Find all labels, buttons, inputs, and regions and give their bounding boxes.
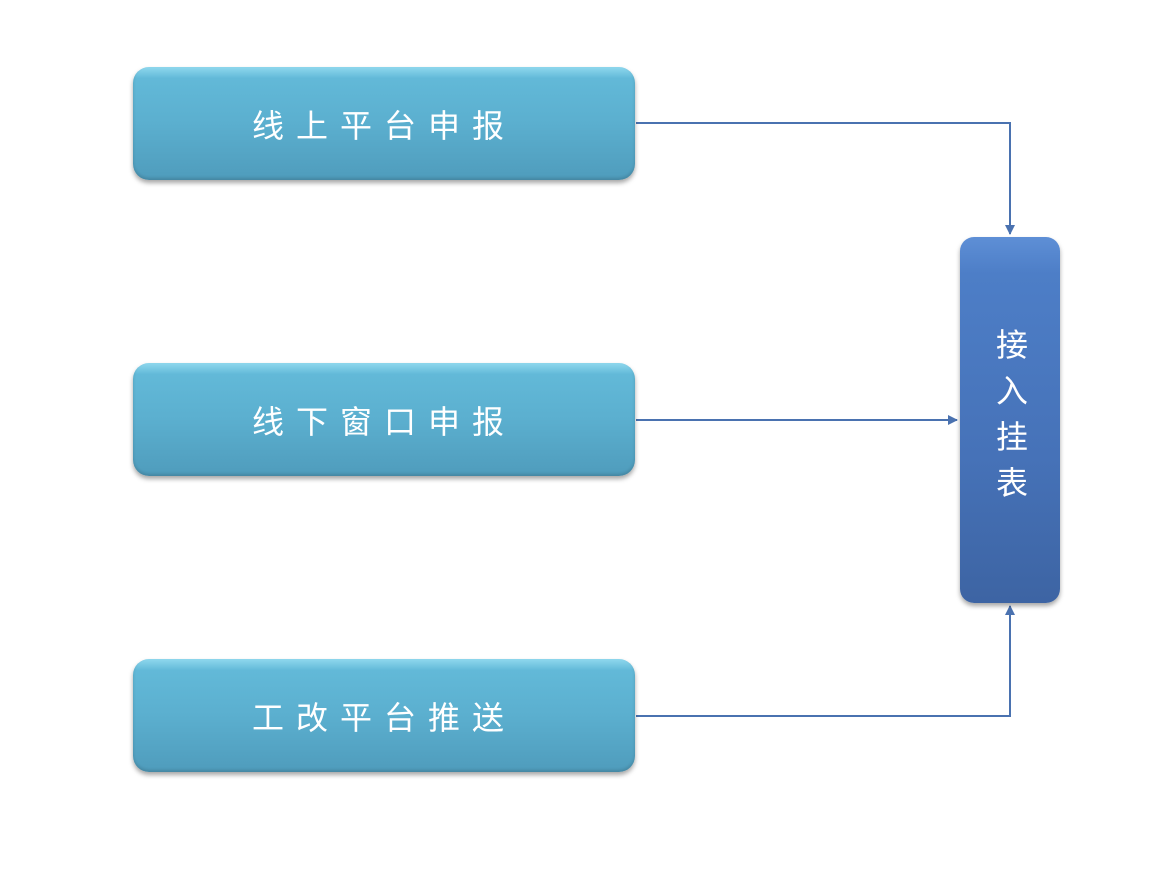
target-box-access-listing: 接入挂表 — [960, 237, 1060, 603]
connector-platform-to-target — [636, 605, 1015, 717]
source-label: 线下窗口申报 — [251, 402, 516, 441]
connector-online-to-target — [636, 122, 1015, 235]
source-box-online-platform: 线上平台申报 — [133, 67, 635, 180]
source-label: 工改平台推送 — [251, 698, 516, 737]
source-box-offline-window: 线下窗口申报 — [133, 363, 635, 476]
source-label: 线上平台申报 — [251, 106, 516, 145]
source-box-platform-push: 工改平台推送 — [133, 659, 635, 772]
target-label: 接入挂表 — [991, 328, 1029, 512]
